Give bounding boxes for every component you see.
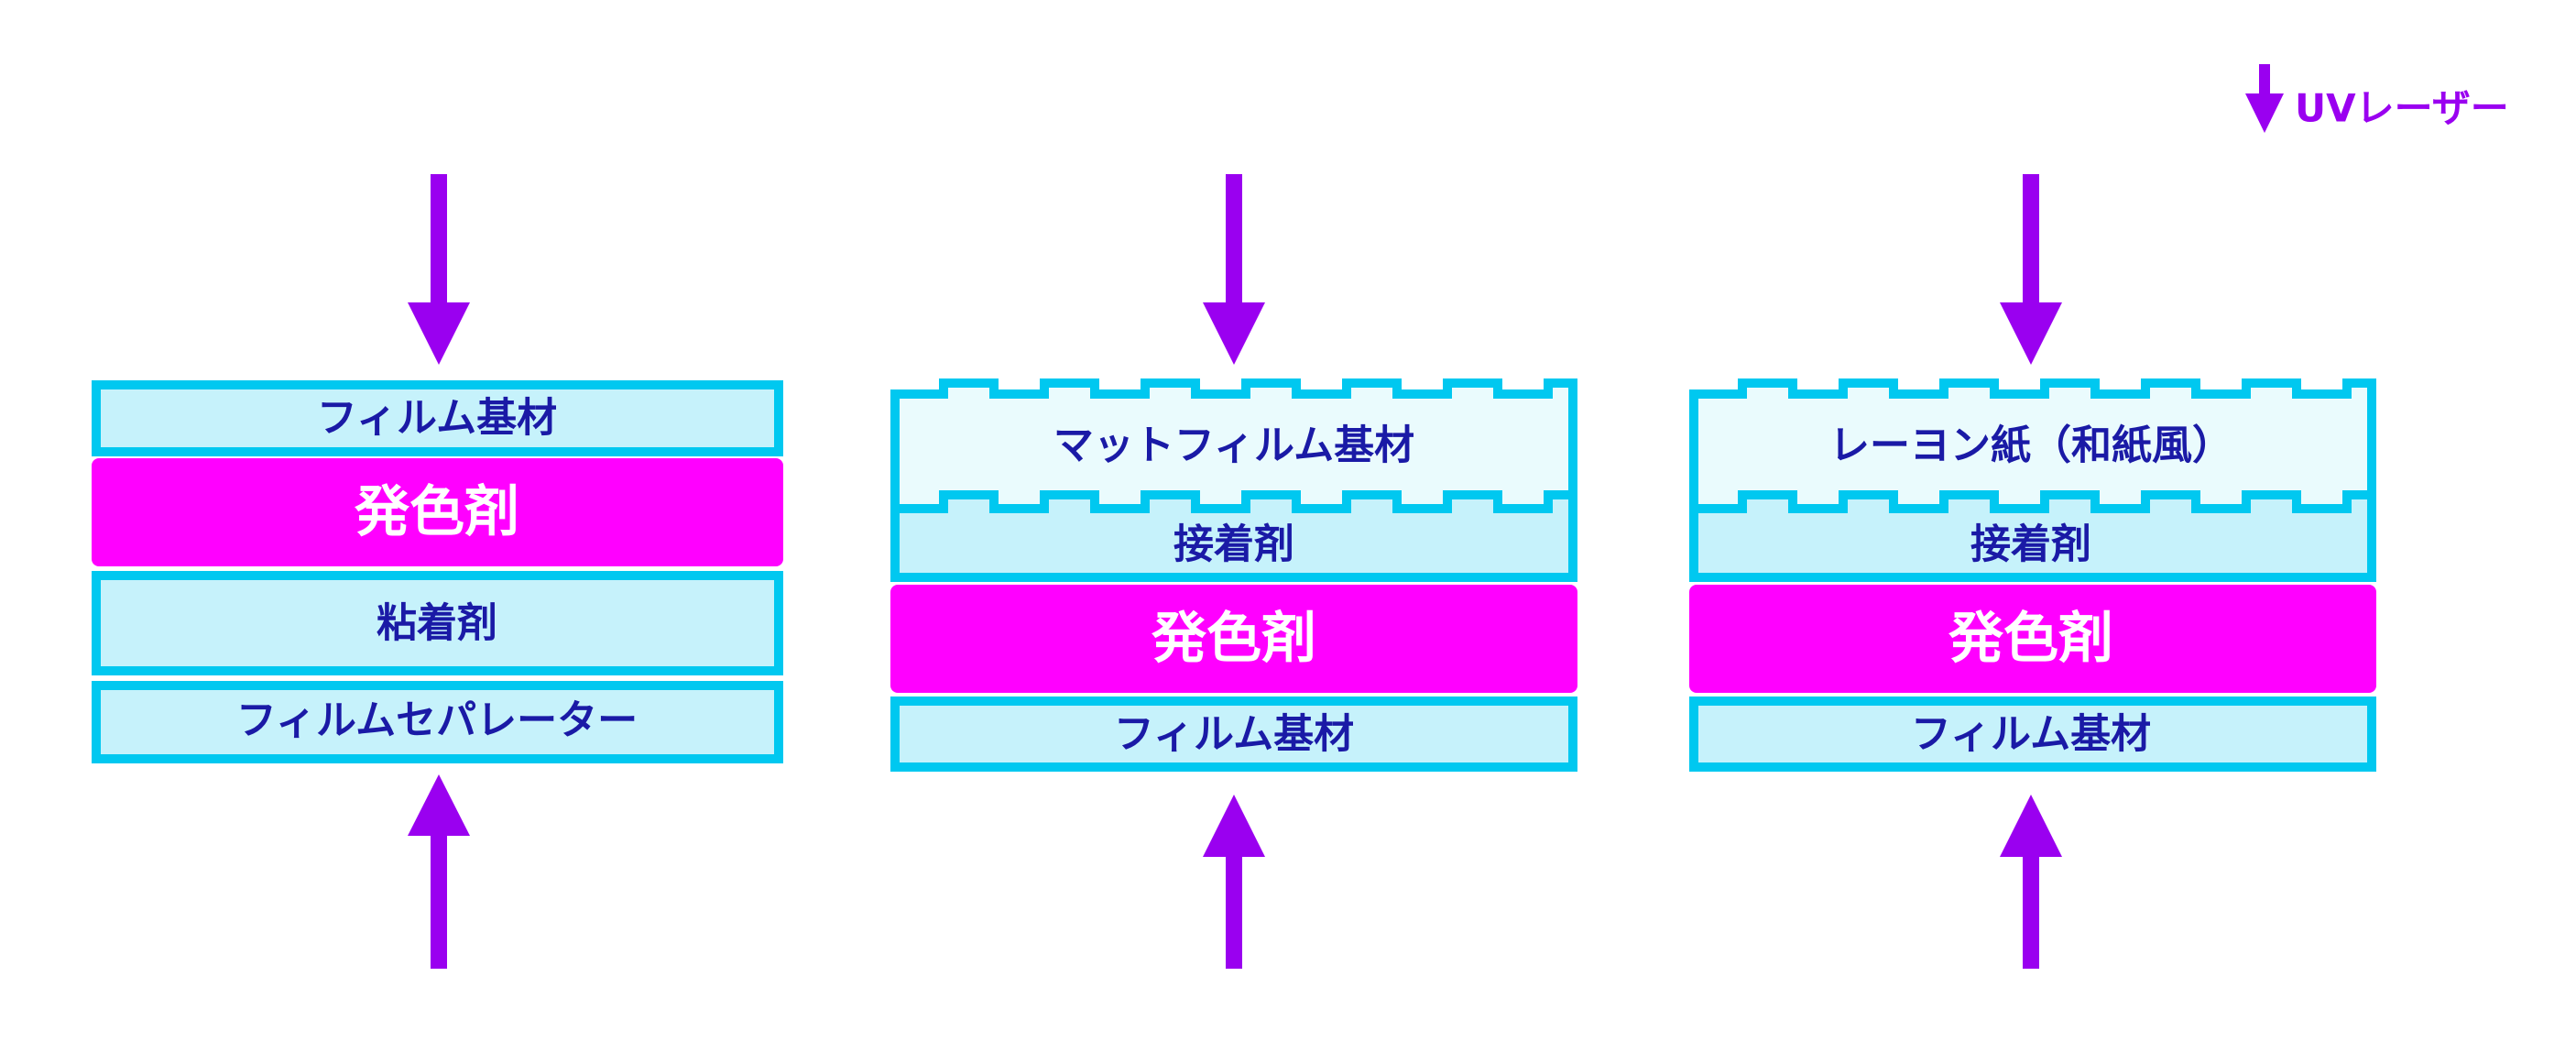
stack-2: 接着剤 マットフィルム基材 発色剤 フィルム基材 <box>890 174 1577 969</box>
uv-arrow-top <box>408 174 470 365</box>
layer-label: フィルム基材 <box>317 395 557 442</box>
layer-rayon-paper: レーヨン紙（和紙風） <box>1689 378 2376 513</box>
layer-label: 粘着剤 <box>377 600 497 647</box>
layer-label: マットフィルム基材 <box>1053 422 1414 469</box>
layer-separator: フィルムセパレーター <box>92 681 783 763</box>
layer-label: 発色剤 <box>1152 607 1316 671</box>
layer-label: フィルムセパレーター <box>236 697 638 744</box>
legend-label: UVレーザー <box>2295 86 2509 131</box>
layer-color-agent: 発色剤 <box>1689 585 2376 693</box>
layer-label: 接着剤 <box>1970 521 2091 568</box>
uv-arrow-bottom <box>1203 795 1265 969</box>
stack-3: 接着剤 レーヨン紙（和紙風） 発色剤 フィルム基材 <box>1689 174 2376 969</box>
uv-arrow-bottom <box>2000 795 2062 969</box>
down-arrow-icon <box>2245 64 2284 133</box>
uv-arrow-bottom <box>408 774 470 969</box>
stack-1: フィルム基材 発色剤 粘着剤 フィルムセパレーター <box>92 174 783 969</box>
legend: UVレーザー <box>2245 64 2509 133</box>
layer-color-agent: 発色剤 <box>92 458 783 566</box>
uv-arrow-top <box>2000 174 2062 365</box>
layer-label: 発色剤 <box>355 480 519 544</box>
layer-film-base: フィルム基材 <box>92 380 783 456</box>
layer-film-base: フィルム基材 <box>890 697 1577 772</box>
layer-color-agent: 発色剤 <box>890 585 1577 693</box>
layer-label: 発色剤 <box>1948 607 2113 671</box>
layer-adhesive: 粘着剤 <box>92 571 783 675</box>
layer-label: レーヨン紙（和紙風） <box>1829 422 2232 469</box>
layer-label: フィルム基材 <box>1911 711 2151 758</box>
layer-film-base: フィルム基材 <box>1689 697 2376 772</box>
layer-matte-film-base: マットフィルム基材 <box>890 378 1577 513</box>
layer-label: フィルム基材 <box>1114 711 1354 758</box>
layer-label: 接着剤 <box>1173 521 1294 568</box>
layer-adhesive: 接着剤 <box>890 490 1577 582</box>
uv-arrow-top <box>1203 174 1265 365</box>
